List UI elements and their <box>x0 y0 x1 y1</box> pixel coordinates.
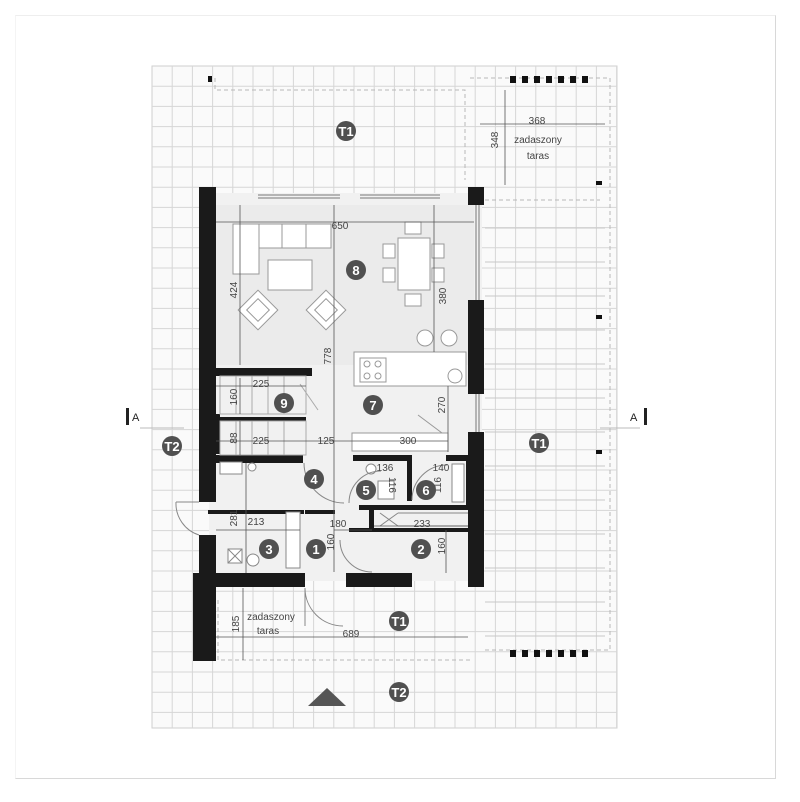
dim-136: 136 <box>377 463 394 474</box>
dim-116-left: 116 <box>386 477 397 493</box>
dim-380: 380 <box>438 287 449 304</box>
covered-terrace-word1: zadaszony <box>247 612 295 623</box>
terrace-badge-t2-left: T2 <box>162 436 182 456</box>
dimension-lines <box>216 90 605 660</box>
covered-terrace-word2: taras <box>257 626 279 637</box>
svg-text:T1: T1 <box>338 124 353 139</box>
top-glazing <box>258 194 480 432</box>
svg-text:8: 8 <box>352 263 359 278</box>
svg-text:T2: T2 <box>391 685 406 700</box>
svg-text:3: 3 <box>265 542 272 557</box>
dim-160-stairs: 160 <box>229 388 240 405</box>
covered-terrace-word1: zadaszony <box>514 135 562 146</box>
room-badge-8: 8 <box>346 260 366 280</box>
fixtures <box>219 461 465 569</box>
terrace-slats <box>485 227 605 637</box>
dim-185: 185 <box>231 615 242 632</box>
dim-233: 233 <box>414 519 431 530</box>
svg-text:1: 1 <box>312 542 319 557</box>
room-badge-5: 5 <box>356 480 376 500</box>
svg-text:7: 7 <box>369 398 376 413</box>
kitchen-island <box>353 329 467 387</box>
armchairs <box>237 289 347 331</box>
terrace-badge-t2-bottom: T2 <box>389 682 409 702</box>
dim-650: 650 <box>332 221 349 232</box>
walls <box>193 187 484 661</box>
dim-116-right: 116 <box>433 477 444 493</box>
covered-terrace-top: zadaszony taras <box>514 135 562 162</box>
room-badge-3: 3 <box>259 539 279 559</box>
terrace-badge-t1-top: T1 <box>336 121 356 141</box>
dim-180: 180 <box>330 519 347 530</box>
svg-text:6: 6 <box>422 483 429 498</box>
terrace-badge-t1-bottom: T1 <box>389 611 409 631</box>
room-badge-6: 6 <box>416 480 436 500</box>
dim-125: 125 <box>318 436 335 447</box>
coffee-table <box>267 259 313 291</box>
terrace-badges: T1 T1 T1 T2 T2 <box>162 121 549 702</box>
svg-text:T1: T1 <box>531 436 546 451</box>
room-badge-7: 7 <box>363 395 383 415</box>
dim-778: 778 <box>323 347 334 364</box>
room-badge-1: 1 <box>306 539 326 559</box>
svg-text:4: 4 <box>310 472 318 487</box>
room-badge-2: 2 <box>411 539 431 559</box>
dim-689: 689 <box>343 629 360 640</box>
dash-marks-top <box>208 76 602 657</box>
dim-88: 88 <box>229 432 240 444</box>
dim-140: 140 <box>433 463 450 474</box>
dim-300: 300 <box>400 436 417 447</box>
svg-text:2: 2 <box>417 542 424 557</box>
kitchen-counter <box>351 414 449 452</box>
sofa <box>232 223 332 275</box>
terrace-badge-t1-right: T1 <box>529 433 549 453</box>
svg-text:T1: T1 <box>391 614 406 629</box>
room-badges: 1 2 3 4 5 6 7 8 9 <box>259 260 436 559</box>
dim-270: 270 <box>437 396 448 413</box>
room-badge-4: 4 <box>304 469 324 489</box>
covered-terrace-bottom: zadaszony taras <box>247 612 295 637</box>
dim-348: 348 <box>490 131 501 148</box>
svg-text:T2: T2 <box>164 439 179 454</box>
svg-text:5: 5 <box>362 483 369 498</box>
dim-160-room2: 160 <box>437 537 448 554</box>
dim-213: 213 <box>248 517 265 528</box>
section-label-left: A <box>132 412 140 424</box>
section-label-right: A <box>630 412 638 424</box>
dim-160-hall: 160 <box>326 533 337 550</box>
room-badge-9: 9 <box>274 393 294 413</box>
dim-281: 281 <box>229 509 240 526</box>
dim-225-upper: 225 <box>253 379 270 390</box>
drawing-frame <box>15 15 776 779</box>
entry-arrow-icon <box>308 688 346 706</box>
dining-set <box>382 221 445 307</box>
section-markers <box>126 408 647 429</box>
dim-368: 368 <box>529 116 546 127</box>
stairs <box>219 375 319 456</box>
covered-terrace-word2: taras <box>527 151 549 162</box>
dim-225-lower: 225 <box>253 436 270 447</box>
dimension-labels: 368 348 650 424 380 778 225 160 270 88 2… <box>229 116 546 640</box>
svg-text:9: 9 <box>280 396 287 411</box>
dim-424: 424 <box>229 281 240 298</box>
